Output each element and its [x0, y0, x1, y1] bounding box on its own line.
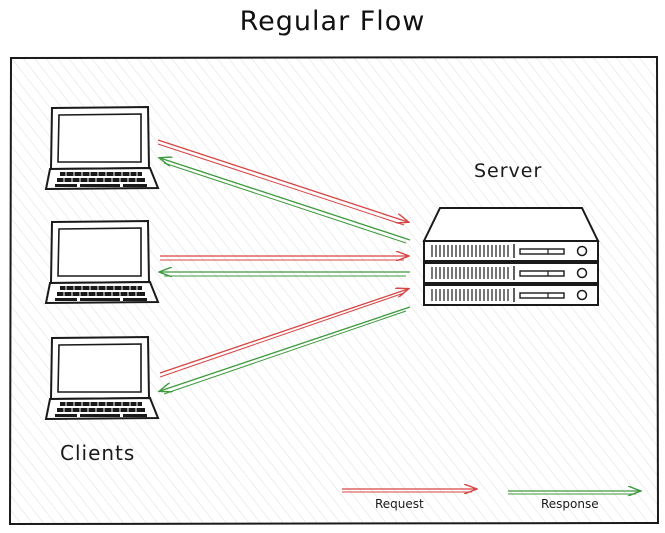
- legend-request-arrow: [342, 489, 476, 492]
- response-arrow-2: [160, 272, 410, 276]
- request-arrow-3: [159, 289, 408, 378]
- request-arrow-1: [157, 139, 408, 226]
- request-arrow-2: [160, 256, 408, 260]
- legend-request-label: Request: [375, 497, 424, 511]
- diagram-frame: [8, 55, 660, 526]
- response-arrow-3: [160, 306, 411, 395]
- client-laptop-3: [45, 336, 159, 420]
- client-laptop-1: [45, 106, 159, 190]
- laptop-icon: [45, 106, 159, 190]
- laptop-icon: [45, 336, 159, 420]
- response-arrow-1: [160, 158, 411, 244]
- laptop-icon: [45, 220, 159, 304]
- clients-label: Clients: [60, 441, 136, 465]
- diagram-title: Regular Flow: [239, 6, 426, 37]
- client-laptop-2: [45, 220, 159, 304]
- server-rack-icon: [422, 207, 600, 306]
- legend-response-label: Response: [541, 497, 599, 511]
- server-label: Server: [474, 160, 543, 182]
- legend-response-arrow: [508, 491, 640, 494]
